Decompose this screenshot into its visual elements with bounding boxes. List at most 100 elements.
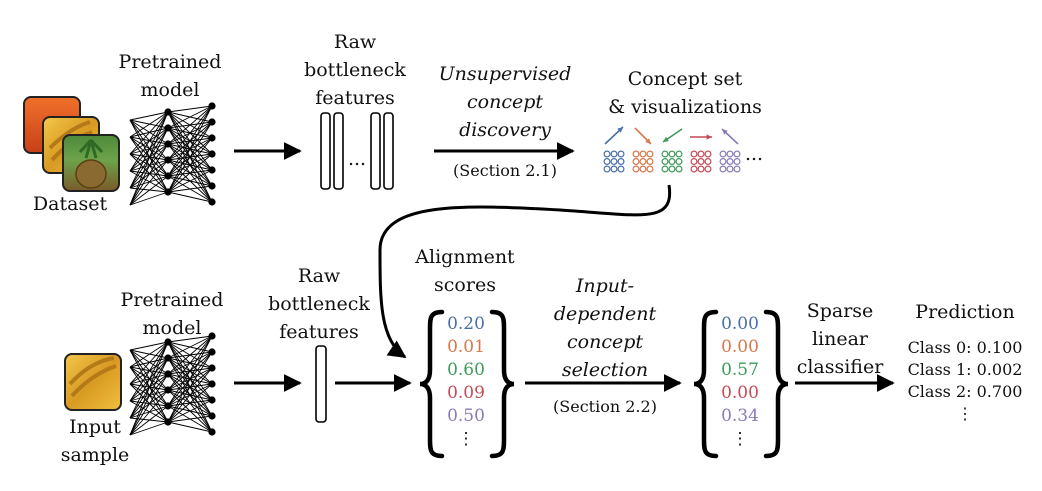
nn-edge bbox=[167, 335, 213, 407]
concept-circle-grid-icon bbox=[632, 158, 640, 166]
nn-node bbox=[164, 140, 172, 148]
bottleneck-label-line: bottleneck bbox=[304, 59, 406, 81]
nn-node bbox=[208, 380, 216, 388]
selection-label: Input- dependent concept selection bbox=[540, 272, 670, 384]
concept-circle-grid-icon bbox=[668, 158, 676, 166]
concept-circle-grid-icon bbox=[617, 150, 625, 158]
nn-edge bbox=[129, 111, 169, 138]
nn-edge bbox=[167, 335, 213, 343]
score-value: ⋮ bbox=[731, 429, 749, 449]
concept-circle-grid-icon bbox=[690, 165, 698, 173]
dataset-images bbox=[23, 96, 120, 192]
score-value: ⋮ bbox=[457, 429, 475, 449]
nn-edge bbox=[167, 185, 213, 193]
nn-edge bbox=[129, 366, 169, 407]
nn-node bbox=[208, 102, 216, 110]
alignment-braces bbox=[419, 309, 515, 459]
concept-circle-grid-icon bbox=[646, 158, 654, 166]
nn-node bbox=[208, 332, 216, 340]
nn-edge bbox=[129, 405, 169, 436]
nn-edge bbox=[129, 366, 169, 391]
nn-edge bbox=[129, 153, 169, 177]
concept-circle-grid-icon bbox=[690, 150, 698, 158]
discovery-label-line: discovery bbox=[459, 119, 551, 141]
discovery-section-ref: (Section 2.1) bbox=[453, 161, 557, 180]
concept-circle-grid-icon bbox=[661, 165, 669, 173]
input-sample-label: Input sample bbox=[50, 413, 140, 469]
concept-circle-grid-icon bbox=[719, 158, 727, 166]
score-value: 0.34 bbox=[721, 406, 759, 426]
concept-label-line: & visualizations bbox=[608, 96, 762, 118]
concept-circle-grid-icon bbox=[632, 165, 640, 173]
nn-edge bbox=[167, 191, 213, 203]
concept-circle-grid-icon bbox=[639, 165, 647, 173]
selection-section-ref: (Section 2.2) bbox=[553, 397, 657, 416]
concept-circle-grid-icon bbox=[690, 158, 698, 166]
model-label-line: model bbox=[142, 317, 202, 339]
concept-circle-grid-icon bbox=[610, 158, 618, 166]
right-brace bbox=[489, 309, 515, 459]
classifier-label-line: Sparse bbox=[806, 300, 874, 322]
pretrained-label-line: Pretrained bbox=[120, 289, 224, 311]
concept-set-visualizations bbox=[603, 126, 741, 173]
nn-edge bbox=[129, 341, 169, 368]
concept-arrow-head bbox=[706, 134, 712, 140]
nn-node bbox=[208, 182, 216, 190]
prediction-line: Class 1: 0.002 bbox=[907, 360, 1023, 379]
concept-circle-grid-icon bbox=[726, 165, 734, 173]
nn-node bbox=[208, 166, 216, 174]
nn-edge bbox=[129, 389, 169, 436]
concept-circle-grid-icon bbox=[603, 165, 611, 173]
right-brace bbox=[763, 309, 789, 459]
nn-node bbox=[164, 370, 172, 378]
selected-braces bbox=[693, 309, 789, 459]
nn-edge bbox=[129, 143, 169, 206]
nn-edge bbox=[129, 136, 169, 177]
nn-edge bbox=[167, 367, 213, 423]
concept-circle-grid-icon bbox=[719, 150, 727, 158]
nn-edge bbox=[167, 153, 213, 193]
nn-edge bbox=[129, 341, 169, 402]
concept-circle-grid-icon bbox=[733, 150, 741, 158]
concept-arrow-head bbox=[617, 127, 623, 133]
concept-circle-grid-icon bbox=[697, 158, 705, 166]
score-value: 0.57 bbox=[721, 360, 759, 380]
nn-edge bbox=[129, 111, 169, 206]
bottleneck-label-line: bottleneck bbox=[268, 293, 370, 315]
nn-node bbox=[164, 402, 172, 410]
prediction-title: Prediction bbox=[915, 301, 1015, 323]
nn-edge bbox=[129, 383, 169, 407]
neural-network-icon bbox=[129, 102, 216, 206]
prediction-line: Class 2: 0.700 bbox=[907, 382, 1023, 401]
prediction-line: Class 0: 0.100 bbox=[907, 338, 1023, 357]
nn-edge bbox=[167, 399, 213, 423]
nn-edge bbox=[129, 127, 169, 206]
nn-edge bbox=[167, 105, 213, 113]
nn-node bbox=[164, 108, 172, 116]
nn-node bbox=[164, 156, 172, 164]
nn-node bbox=[208, 134, 216, 142]
nn-node bbox=[164, 188, 172, 196]
nn-node bbox=[208, 118, 216, 126]
classifier-label-line: linear bbox=[811, 328, 869, 350]
concept-circle-grid-icon bbox=[719, 165, 727, 173]
concept-circle-grid-icon bbox=[697, 165, 705, 173]
concept-circle-grid-icon bbox=[668, 150, 676, 158]
input-label-line: Input bbox=[69, 416, 121, 438]
score-value: 0.00 bbox=[721, 314, 759, 334]
nn-edge bbox=[129, 341, 169, 436]
classifier-label: Sparse linear classifier bbox=[785, 297, 895, 381]
nn-edge bbox=[167, 351, 213, 423]
pretrained-model-label-top: Pretrained model bbox=[110, 48, 230, 104]
model-label-line: model bbox=[140, 79, 200, 101]
nn-edge bbox=[129, 136, 169, 161]
concept-circle-grid-icon bbox=[697, 150, 705, 158]
nn-edge bbox=[129, 191, 169, 206]
classifier-label-line: classifier bbox=[796, 356, 884, 378]
concept-circle-grid-icon bbox=[661, 150, 669, 158]
concept-circle-grid-icon bbox=[726, 150, 734, 158]
